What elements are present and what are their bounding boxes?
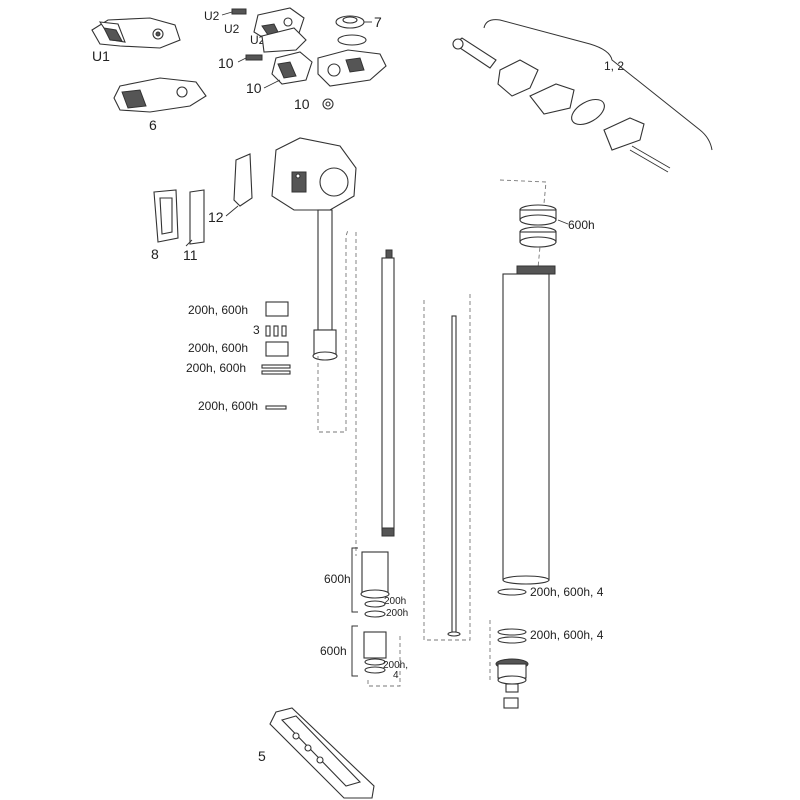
part-outer-tube xyxy=(502,265,556,585)
part-8-bracket xyxy=(153,189,179,243)
label-200h-600h-d: 200h, 600h xyxy=(198,399,258,413)
label-200h-c: 200h, xyxy=(383,660,408,671)
part-bottom-cap xyxy=(495,658,529,709)
part-u1-lever-housing xyxy=(91,17,181,49)
dash-rod-paths xyxy=(355,232,471,641)
label-3: 3 xyxy=(253,323,260,337)
part-inner-shaft xyxy=(312,209,338,361)
part-u2-lever-arm xyxy=(261,27,307,53)
part-bushing-b xyxy=(265,341,289,357)
label-8: 8 xyxy=(151,246,159,262)
part-10-screw xyxy=(237,54,263,63)
label-11: 11 xyxy=(183,247,198,263)
label-u1: U1 xyxy=(92,48,110,64)
part-7-ring xyxy=(335,15,372,46)
label-200h-a: 200h xyxy=(384,596,406,607)
part-10-clamp-left xyxy=(271,51,313,85)
label-200h-b: 200h xyxy=(386,608,408,619)
part-600h-top-seals xyxy=(519,204,557,248)
part-seal-right-a xyxy=(497,588,527,596)
part-seal-right-b xyxy=(497,628,527,644)
part-5-rail xyxy=(269,707,375,799)
label-200h-600h-a: 200h, 600h xyxy=(188,303,248,317)
part-10-washer xyxy=(322,98,334,110)
part-needle-rod xyxy=(447,315,461,637)
label-600h-top: 600h xyxy=(568,218,595,232)
label-600h-low: 600h xyxy=(320,644,347,658)
label-10-a: 10 xyxy=(218,55,234,71)
label-u2-top: U2 xyxy=(204,9,220,23)
label-u2-mid: U2 xyxy=(224,22,240,36)
label-200h-600h-b: 200h, 600h xyxy=(188,341,248,355)
bracket-600h-mid xyxy=(351,547,358,613)
label-5: 5 xyxy=(258,748,266,764)
part-long-rod xyxy=(381,249,395,537)
part-rings-c xyxy=(261,364,291,375)
part-ring-d xyxy=(265,405,287,410)
label-1-2: 1, 2 xyxy=(604,59,624,73)
label-7: 7 xyxy=(374,14,382,30)
label-600h-mid: 600h xyxy=(324,572,351,586)
part-piston-600h xyxy=(360,551,390,618)
part-12-clip xyxy=(233,153,253,207)
dash-valve xyxy=(367,636,401,687)
dash-inner-shaft xyxy=(317,229,349,433)
label-200h-600h-c: 200h, 600h xyxy=(186,361,246,375)
part-10-clamp-right xyxy=(317,49,387,87)
label-6: 6 xyxy=(149,117,157,133)
dash-outer-tube xyxy=(489,179,547,680)
part-seat-head xyxy=(271,137,357,211)
bracket-600h-low xyxy=(351,625,358,677)
label-4: 4 xyxy=(393,670,399,681)
part-11-plate xyxy=(185,189,205,247)
label-10-c: 10 xyxy=(294,96,310,112)
label-12: 12 xyxy=(208,209,224,225)
part-3-pins xyxy=(265,325,287,337)
part-6-lever-housing xyxy=(113,77,207,113)
part-u2-screw-top xyxy=(221,8,247,16)
bracket-1-2 xyxy=(483,19,713,151)
part-valve-600h xyxy=(363,631,387,674)
label-200h-600h-4-a: 200h, 600h, 4 xyxy=(530,585,604,599)
part-bushing-a xyxy=(265,301,289,317)
part-1-2-remote-assembly xyxy=(452,37,671,173)
label-200h-600h-4-b: 200h, 600h, 4 xyxy=(530,628,604,642)
label-10-b: 10 xyxy=(246,80,262,96)
